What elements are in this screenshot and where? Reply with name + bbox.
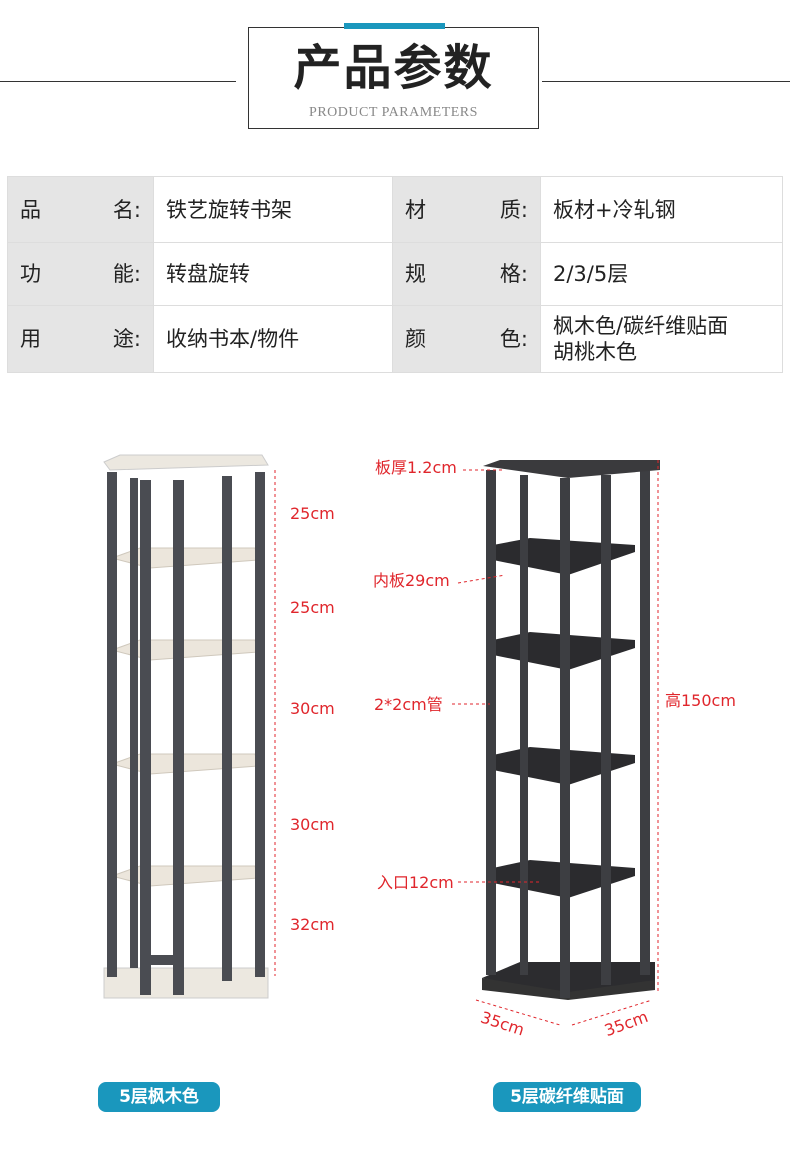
header-line-right xyxy=(542,81,790,82)
param-label: 功能: xyxy=(20,262,141,286)
param-label: 颜色: xyxy=(405,327,528,351)
carbon-shelf-image xyxy=(452,460,660,1026)
shelf-height-label: 30cm xyxy=(290,815,335,834)
variant-badge-maple: 5层枫木色 xyxy=(98,1082,220,1112)
param-label: 品名: xyxy=(20,197,141,222)
param-label: 材质: xyxy=(405,197,528,222)
param-value: 收纳书本/物件 xyxy=(153,305,393,373)
shelf-height-label: 32cm xyxy=(290,915,335,934)
tube-label: 2*2cm管 xyxy=(374,695,443,714)
param-value: 2/3/5层 xyxy=(540,242,783,306)
title-box: 产品参数 PRODUCT PARAMETERS xyxy=(248,27,539,129)
page-title: 产品参数 xyxy=(293,40,494,96)
maple-shelf-image xyxy=(103,454,276,999)
shelf-height-label: 25cm xyxy=(290,504,335,523)
entry-label: 入口12cm xyxy=(377,873,454,892)
param-value: 转盘旋转 xyxy=(153,242,393,306)
thickness-label: 板厚1.2cm xyxy=(375,458,457,477)
param-label: 用途: xyxy=(20,327,141,351)
title-accent-bar xyxy=(344,23,445,29)
table-row: 用途: 收纳书本/物件 颜色: 枫木色/碳纤维贴面胡桃木色 xyxy=(7,305,783,373)
param-label: 规格: xyxy=(405,262,528,286)
param-value: 铁艺旋转书架 xyxy=(153,176,393,243)
inner-board-label: 内板29cm xyxy=(373,571,450,590)
variant-badge-carbon: 5层碳纤维贴面 xyxy=(493,1082,641,1112)
shelf-height-label: 25cm xyxy=(290,598,335,617)
shelf-height-label: 30cm xyxy=(290,699,335,718)
table-row: 功能: 转盘旋转 规格: 2/3/5层 xyxy=(7,242,783,306)
total-height-label: 高150cm xyxy=(665,691,736,710)
header-line-left xyxy=(0,81,236,82)
param-value: 枫木色/碳纤维贴面胡桃木色 xyxy=(540,305,783,373)
page-subtitle: PRODUCT PARAMETERS xyxy=(309,105,478,120)
params-table: 品名: 铁艺旋转书架 材质: 板材+冷轧钢 功能: 转盘旋转 规格: 2/3/5… xyxy=(7,176,783,373)
table-row: 品名: 铁艺旋转书架 材质: 板材+冷轧钢 xyxy=(7,176,783,243)
param-value: 板材+冷轧钢 xyxy=(540,176,783,243)
